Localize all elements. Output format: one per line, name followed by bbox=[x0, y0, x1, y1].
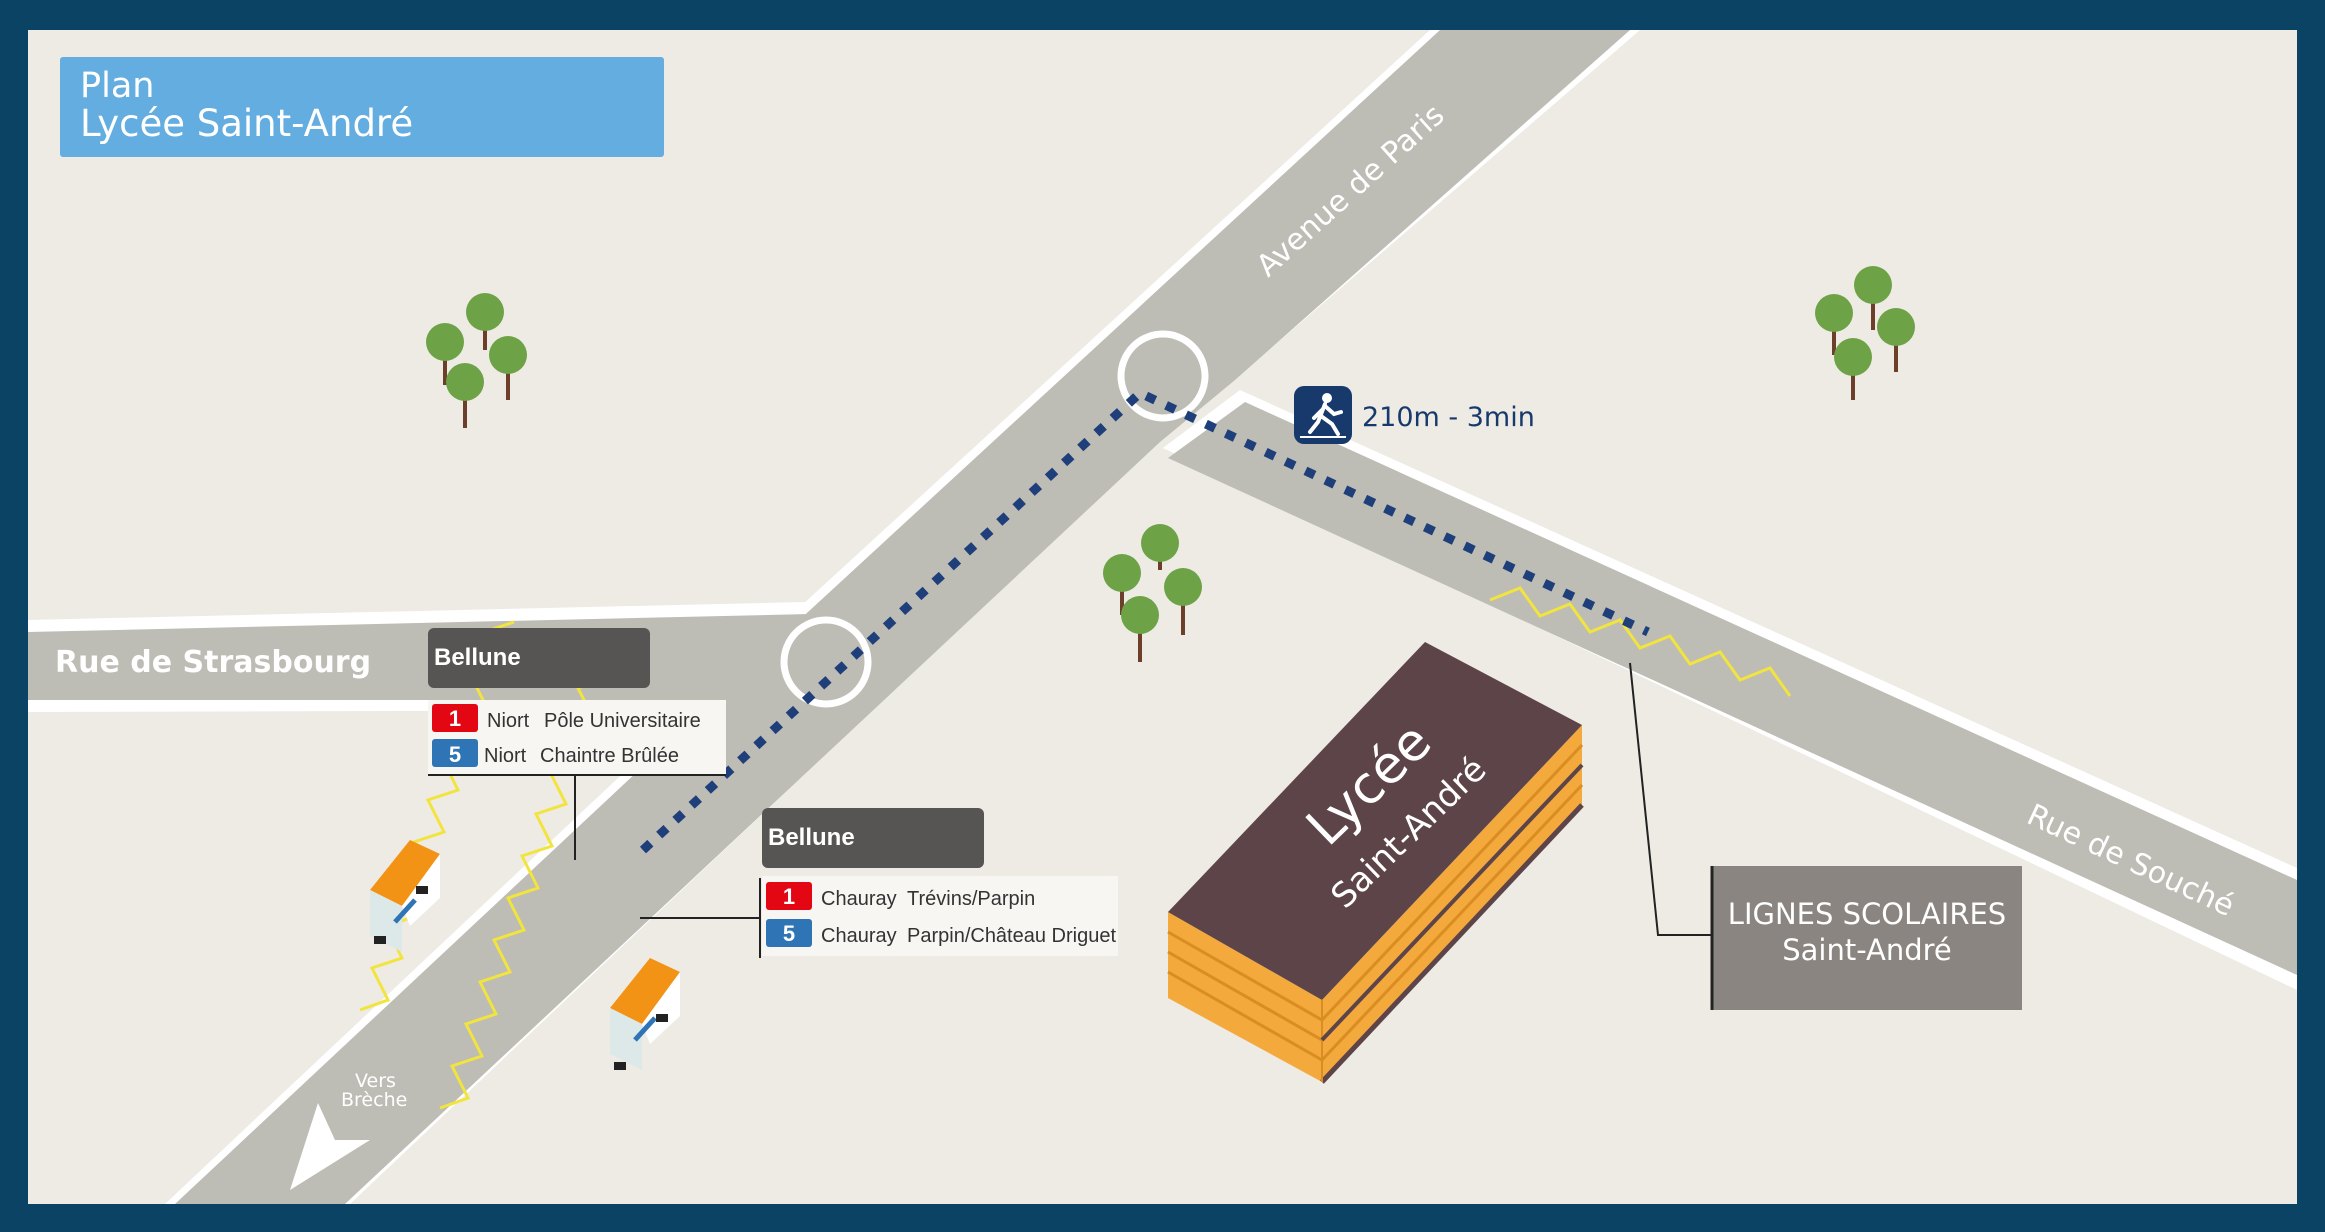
header-title-line1: Plan bbox=[80, 66, 154, 106]
school-lines-box bbox=[1712, 866, 2022, 1010]
stop-west-name: Bellune bbox=[434, 644, 521, 671]
stop-east-name: Bellune bbox=[768, 824, 855, 851]
road-network bbox=[28, 30, 2297, 1204]
line-destination: Trévins/Parpin bbox=[907, 888, 1035, 910]
crossing-circle-south bbox=[780, 616, 872, 708]
header-title-line2: Lycée Saint-André bbox=[80, 102, 413, 145]
walk-distance-text: 210m - 3min bbox=[1362, 402, 1535, 433]
stop-panel-east: Bellune 1 Chauray Trévins/Parpin 5 Chaur… bbox=[759, 808, 1118, 958]
line-origin: Niort bbox=[484, 745, 527, 767]
line-badge-5 bbox=[766, 919, 812, 947]
school-lines-title: LIGNES SCOLAIRES bbox=[1728, 897, 2006, 931]
line-badge-1 bbox=[432, 704, 478, 732]
pedestrian-icon bbox=[1294, 386, 1352, 444]
scolaire-connector bbox=[1629, 662, 1712, 936]
bus-shelter-icon bbox=[610, 958, 680, 1070]
tree-cluster-east bbox=[1815, 266, 1915, 400]
crossing-circle-north bbox=[1117, 330, 1209, 422]
stop-name-box bbox=[428, 628, 650, 688]
line-destination: Pôle Universitaire bbox=[544, 710, 701, 732]
line-number: 1 bbox=[449, 706, 461, 731]
walking-route bbox=[639, 387, 1650, 854]
school-lines-subtitle: Saint-André bbox=[1782, 933, 1952, 967]
road-rue-de-souche bbox=[1168, 402, 2297, 975]
line-origin: Chauray bbox=[821, 888, 897, 910]
tree-cluster-center bbox=[1103, 524, 1202, 662]
line-origin: Chauray bbox=[821, 925, 897, 947]
line-destination: Chaintre Brûlée bbox=[540, 745, 679, 767]
road-avenue-de-paris bbox=[175, 30, 1630, 1204]
line-number: 5 bbox=[783, 921, 795, 946]
line-destination: Parpin/Château Driguet bbox=[907, 925, 1116, 947]
tree-cluster-west bbox=[426, 293, 527, 428]
school-building bbox=[1167, 642, 1584, 1084]
stop-panel-west: Bellune 1 Niort Pôle Universitaire 5 Nio… bbox=[428, 628, 726, 776]
line-number: 1 bbox=[783, 884, 795, 909]
direction-line1: Vers bbox=[355, 1070, 396, 1092]
bus-stop-markings-souche bbox=[1489, 586, 1792, 697]
street-label-rue-de-strasbourg: Rue de Strasbourg bbox=[55, 645, 371, 680]
line-badge-1 bbox=[766, 882, 812, 910]
line-number: 5 bbox=[449, 742, 461, 767]
direction-line2: Brèche bbox=[341, 1089, 407, 1111]
bus-shelter-icon bbox=[370, 840, 440, 952]
direction-arrow-icon bbox=[290, 1103, 370, 1190]
line-badge-5 bbox=[432, 739, 478, 767]
stop-name-box bbox=[762, 808, 984, 868]
line-origin: Niort bbox=[487, 710, 530, 732]
header-box bbox=[60, 57, 664, 157]
